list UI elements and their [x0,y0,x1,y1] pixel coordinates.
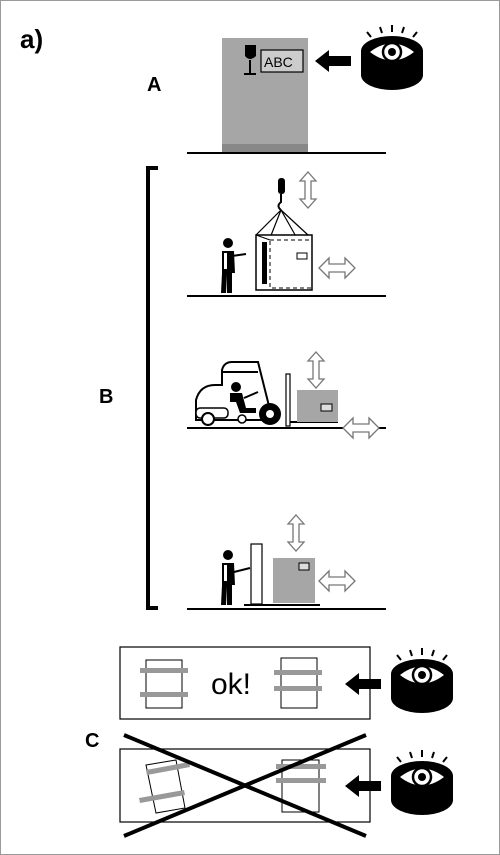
pallet-truck-icon [233,543,320,606]
panel-label: a) [20,24,44,54]
fragile-glass-icon [244,45,256,75]
label-b: B [99,386,114,408]
forklift-scene [187,351,386,439]
label-a: A [147,74,162,96]
label-c: C [85,730,100,752]
bracket-b [146,166,158,610]
crate [255,234,313,291]
section-a-package [187,38,386,154]
pallet-truck-package [273,558,315,603]
correct-box [119,646,371,720]
ok-text: ok! [211,668,252,701]
package-marking-text: ABC [264,54,293,70]
cross-icon [123,733,367,838]
forklift-icon [195,361,338,427]
pallet-truck-scene [187,514,386,610]
forklift-package [297,390,338,422]
crane-lift-scene [187,171,386,297]
marking-box [260,49,304,73]
